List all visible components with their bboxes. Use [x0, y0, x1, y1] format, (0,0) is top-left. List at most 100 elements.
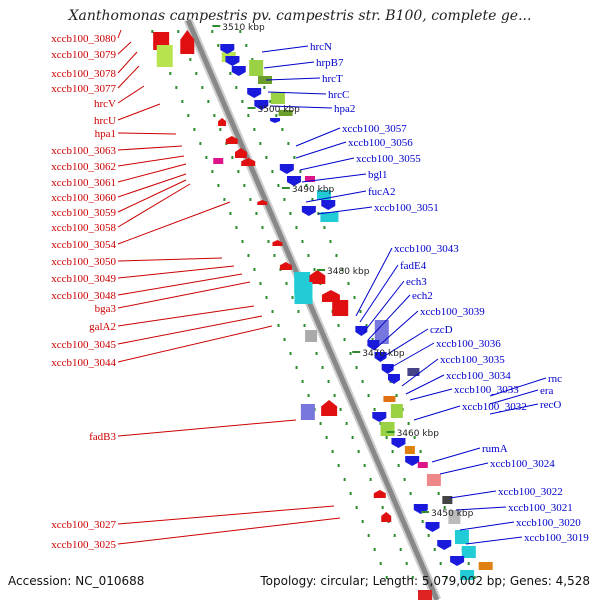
right-leader-line [295, 141, 347, 159]
right-leader-line [267, 91, 327, 95]
track-dot-3 [281, 128, 284, 131]
track-dot-2 [349, 352, 352, 355]
right-leader-line [305, 190, 367, 203]
gene-feature-5 [225, 56, 240, 66]
left-leader-line [117, 145, 183, 151]
track-dot-0 [289, 352, 292, 355]
track-dot-0 [181, 100, 184, 103]
gene-feature-58 [425, 522, 440, 532]
gene-feature-20 [286, 176, 301, 186]
tick-label: 3510 kbp [222, 23, 265, 33]
track-dot-3 [329, 240, 332, 243]
gene-feature-49 [417, 462, 428, 468]
track-dot-1 [333, 394, 336, 397]
left-leader-line [117, 179, 187, 213]
right-gene-label: hpa2 [334, 103, 355, 115]
track-dot-0 [211, 170, 214, 173]
gene-feature-26 [257, 200, 268, 205]
gene-feature-63 [478, 562, 493, 570]
summary-text: Topology: circular; Length: 5,079,002 bp… [260, 574, 590, 588]
track-dot-3 [287, 142, 290, 145]
backbone-line [185, 19, 440, 600]
track-dot-1 [177, 30, 180, 33]
right-leader-line [489, 403, 539, 415]
left-gene-label: xccb100_3060 [51, 192, 116, 204]
track-dot-0 [169, 72, 172, 75]
right-leader-line [409, 388, 453, 401]
gene-feature-12 [278, 110, 293, 116]
gene-feature-39 [381, 364, 394, 374]
right-gene-label: xccb100_3055 [356, 153, 421, 165]
track-dot-3 [413, 436, 416, 439]
track-dot-1 [405, 562, 408, 565]
right-leader-line [489, 377, 547, 397]
gene-feature-15 [225, 136, 238, 144]
left-gene-label: galA2 [89, 321, 116, 333]
right-leader-line [295, 127, 341, 147]
accession-text: Accession: NC_010688 [8, 574, 145, 588]
track-dot-3 [341, 268, 344, 271]
gene-feature-25 [320, 212, 339, 222]
left-gene-label: xccb100_3025 [51, 539, 116, 551]
track-dot-1 [327, 380, 330, 383]
left-gene-label: hpa1 [95, 128, 116, 140]
gene-feature-16 [234, 148, 247, 158]
gene-feature-1 [180, 30, 195, 54]
track-dot-3 [305, 184, 308, 187]
track-dot-0 [349, 492, 352, 495]
right-leader-line [431, 447, 481, 463]
left-leader-line [117, 183, 191, 228]
track-dot-3 [467, 562, 470, 565]
track-dot-3 [245, 44, 248, 47]
track-dot-0 [223, 198, 226, 201]
track-dot-2 [337, 324, 340, 327]
track-dot-1 [291, 296, 294, 299]
right-gene-label: bgl1 [368, 169, 388, 181]
track-dot-0 [295, 366, 298, 369]
track-dot-1 [243, 184, 246, 187]
track-dot-2 [229, 72, 232, 75]
right-leader-line [439, 462, 489, 475]
gene-feature-27 [272, 240, 283, 246]
right-leader-line [269, 105, 333, 109]
right-gene-label: era [540, 385, 554, 397]
track-dot-3 [323, 226, 326, 229]
track-dot-1 [255, 212, 258, 215]
track-dot-3 [419, 450, 422, 453]
left-gene-label: xccb100_3059 [51, 207, 116, 219]
track-dot-1 [249, 198, 252, 201]
left-leader-line [117, 201, 231, 245]
track-dot-1 [189, 58, 192, 61]
right-gene-label: hrpB7 [316, 57, 344, 69]
left-leader-line [117, 265, 235, 279]
left-gene-label: fadB3 [89, 431, 116, 443]
gene-feature-4 [220, 44, 235, 54]
right-gene-label: xccb100_3057 [342, 123, 407, 135]
track-dot-0 [385, 576, 388, 579]
right-gene-label: xccb100_3019 [524, 532, 589, 544]
left-leader-line [117, 163, 187, 183]
right-leader-line [263, 61, 315, 69]
left-leader-line [117, 51, 138, 74]
track-dot-2 [397, 464, 400, 467]
left-gene-label: xccb100_3080 [51, 33, 116, 45]
track-dot-3 [239, 30, 242, 33]
track-dot-0 [193, 128, 196, 131]
track-dot-3 [269, 100, 272, 103]
left-leader-line [117, 315, 263, 345]
left-leader-line [117, 419, 297, 437]
right-gene-label: hrcC [328, 89, 349, 101]
left-gene-label: xccb100_3044 [51, 357, 116, 369]
track-dot-1 [399, 548, 402, 551]
track-dot-1 [363, 464, 366, 467]
track-dot-1 [315, 352, 318, 355]
track-dot-3 [395, 394, 398, 397]
track-dot-1 [369, 478, 372, 481]
track-dot-1 [261, 226, 264, 229]
gene-feature-23 [321, 200, 336, 210]
track-dot-3 [359, 310, 362, 313]
right-leader-line [489, 389, 539, 405]
gene-feature-60 [437, 540, 452, 550]
